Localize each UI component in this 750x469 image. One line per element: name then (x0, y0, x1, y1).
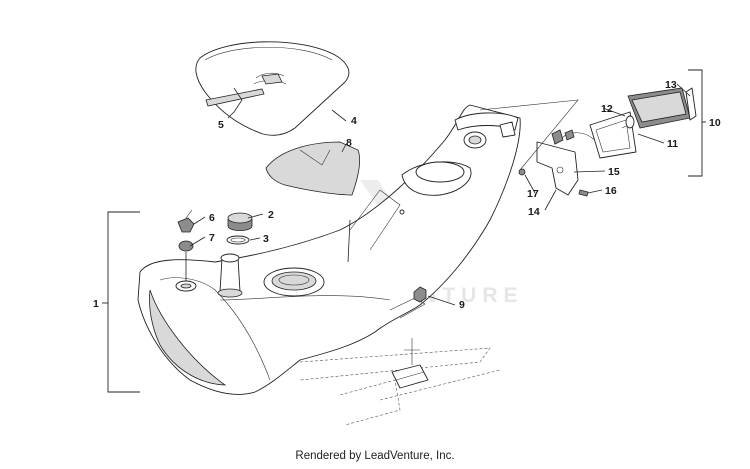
callout-4: 4 (351, 115, 357, 127)
callout-3: 3 (263, 233, 269, 245)
o-ring-part[interactable] (226, 235, 250, 245)
fuel-pump-ring-part[interactable] (263, 267, 325, 297)
vent-valve-part[interactable] (177, 209, 195, 233)
rendered-by-credit: Rendered by LeadVenture, Inc. (295, 450, 455, 462)
small-nut-part[interactable] (518, 168, 526, 176)
callout-11: 11 (667, 138, 678, 150)
callout-14: 14 (528, 206, 540, 218)
taillight-lens-part[interactable] (627, 87, 697, 129)
mounting-bracket-part[interactable] (299, 338, 501, 426)
taillight-bracket-part[interactable] (536, 129, 579, 196)
callout-6: 6 (209, 212, 215, 224)
callout-5: 5 (218, 119, 224, 131)
callout-7: 7 (209, 232, 215, 244)
bracket-part-1 (102, 211, 140, 393)
callout-17: 17 (527, 188, 539, 200)
callout-15: 15 (608, 166, 620, 178)
callout-13: 13 (665, 79, 677, 91)
callout-1: 1 (93, 298, 99, 310)
seat-strap-part[interactable] (205, 88, 265, 107)
filler-neck-part[interactable] (217, 253, 243, 298)
screw-part[interactable] (578, 189, 589, 197)
callout-12: 12 (601, 103, 613, 115)
nut-part[interactable] (413, 286, 427, 303)
taillight-housing-part[interactable] (589, 111, 637, 159)
callout-2: 2 (268, 209, 274, 221)
seat-foam-part[interactable] (265, 141, 360, 196)
callout-8: 8 (346, 137, 352, 149)
callout-9: 9 (459, 299, 465, 311)
callout-10: 10 (709, 117, 721, 129)
bracket-part-10 (688, 69, 706, 177)
fuel-cap-part[interactable] (227, 212, 253, 231)
bulb-part[interactable] (621, 115, 635, 129)
fuel-tank-part[interactable] (137, 104, 521, 395)
leader-lines (185, 83, 691, 306)
callout-16: 16 (605, 185, 617, 197)
